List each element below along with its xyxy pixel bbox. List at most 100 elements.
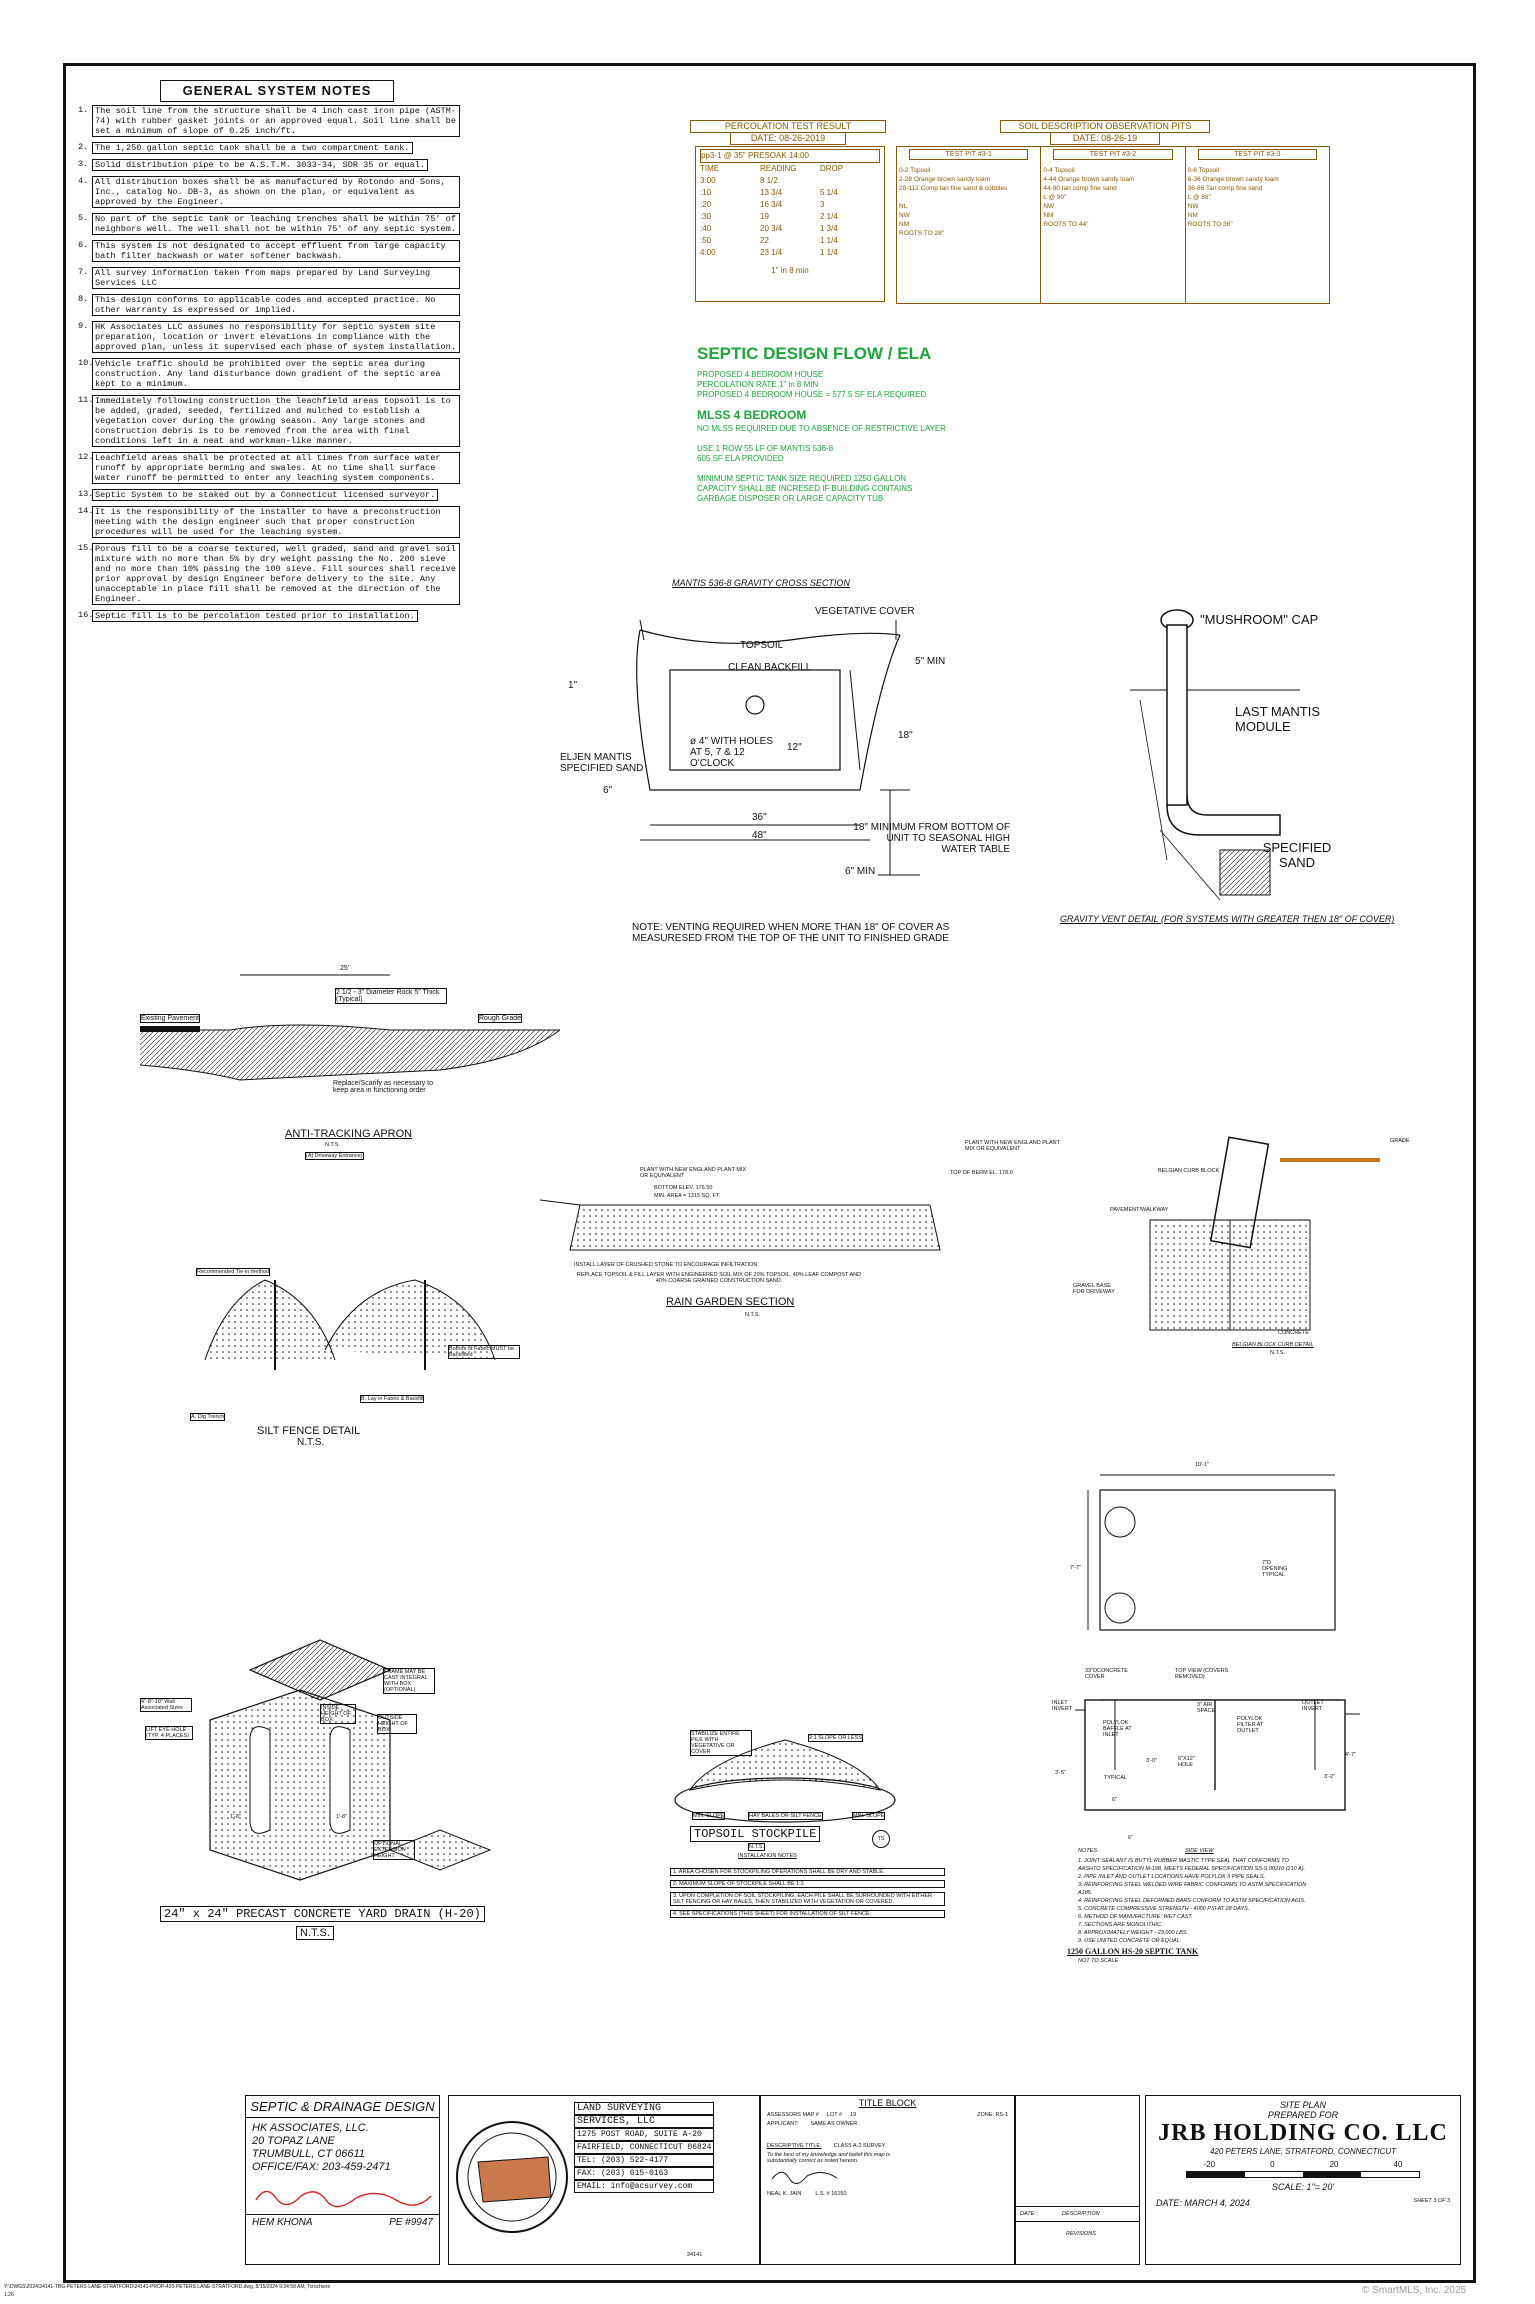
tank-note: 8. APPROXIMATELY WEIGHT - 23,000 LBS. bbox=[1078, 1930, 1189, 1936]
drain-d1: 1'-8" bbox=[230, 1814, 241, 1820]
mantis-d18: 18" bbox=[898, 730, 913, 741]
curb-concrete: CONCRETE bbox=[1278, 1330, 1309, 1336]
tb-survey: CLASS A-2 SURVEY bbox=[833, 2143, 886, 2149]
designer-firm: HK ASSOCIATES, LLC. bbox=[252, 2122, 369, 2134]
stockpile-slope: 2:1 SLOPE OR LESS bbox=[808, 1734, 863, 1742]
tb-cert: To the best of my knowledge and belief t… bbox=[767, 2152, 891, 2164]
mantis-eljen: ELJEN MANTIS SPECIFIED SAND bbox=[560, 752, 644, 774]
tank-note: 5. CONCRETE COMPRESSIVE STRENGTH - 4000 … bbox=[1078, 1906, 1250, 1912]
apron-drawing bbox=[140, 974, 560, 1081]
perc-cell bbox=[820, 175, 880, 187]
revisions-block: DATE: DESCRIPTION REVISIONS bbox=[1015, 2095, 1140, 2265]
tank-filter: POLYLOK FILTER AT OUTLET bbox=[1237, 1716, 1264, 1734]
tank-topview: TOP VIEW (COVERS REMOVED) bbox=[1175, 1668, 1229, 1680]
mantis-vegetative: VEGETATIVE COVER bbox=[815, 606, 915, 617]
tb-owner: SAME AS OWNER bbox=[810, 2121, 858, 2127]
soil-pit-line: 28-112 Comp tan fine sand & cobbles bbox=[899, 185, 1008, 192]
tb-applicant: APPLICANT: bbox=[767, 2121, 799, 2127]
plan-date-val: MARCH 4, 2024 bbox=[1184, 2198, 1250, 2208]
vent-title: GRAVITY VENT DETAIL (FOR SYSTEMS WITH GR… bbox=[1060, 914, 1395, 924]
tb-desc: DESCRIPTIVE TITLE: bbox=[767, 2143, 822, 2149]
soil-pit-line: NW bbox=[1187, 203, 1199, 210]
tb-lot: LOT # bbox=[826, 2112, 843, 2118]
plan-scale: SCALE: 1"= bbox=[1271, 2182, 1320, 2192]
general-note: 6.This system is not designated to accep… bbox=[78, 240, 460, 262]
perc-cols: TIME READING DROP bbox=[700, 163, 880, 175]
drain-lift: LIFT EYE HOLE (TYP. 4 PLACES) bbox=[145, 1726, 193, 1740]
silt-title: SILT FENCE DETAIL bbox=[257, 1425, 361, 1437]
note-text: Solid distribution pipe to be A.S.T.M. 3… bbox=[92, 159, 429, 171]
stockpile-note: 4. SEE SPECIFICATIONS (THIS SHEET) FOR I… bbox=[670, 1910, 945, 1918]
tank-height: 7'-7" bbox=[1070, 1565, 1081, 1571]
ct-seal-icon bbox=[456, 2121, 568, 2233]
note-number: 6. bbox=[78, 240, 89, 250]
drain-title: 24" x 24" PRECAST CONCRETE YARD DRAIN (H… bbox=[160, 1906, 485, 1922]
tank-typical: TYPICAL bbox=[1104, 1775, 1127, 1781]
stockpile-notes: 1. AREA CHOSEN FOR STOCKPILING OPERATION… bbox=[670, 1864, 945, 1918]
tank-cover: 33"DCONCRETE COVER bbox=[1085, 1668, 1128, 1680]
perc-header-text: pp3-1 @ 35" PRESOAK 14:00 bbox=[701, 151, 809, 160]
soil-pit-line: ROOTS TO 44" bbox=[1043, 221, 1089, 228]
tank-d47: 4'-7" bbox=[1345, 1752, 1356, 1758]
watermark: © SmartMLS, Inc. 2025 bbox=[1362, 2285, 1467, 2296]
note-number: 13. bbox=[78, 489, 94, 499]
surveyor-street: 1275 POST ROAD, SUITE A-20 bbox=[574, 2128, 715, 2141]
note-text: Vehicle traffic should be prohibited ove… bbox=[92, 358, 460, 390]
plan-site: SITE PLAN bbox=[1279, 2100, 1326, 2110]
apron-pavement: Existing Pavement bbox=[140, 1014, 200, 1023]
rain-install: INSTALL LAYER OF CRUSHED STONE TO ENCOUR… bbox=[574, 1262, 758, 1268]
tb-title: TITLE BLOCK bbox=[858, 2098, 917, 2108]
surveyor-name1: LAND SURVEYING bbox=[574, 2102, 715, 2115]
mantis-min18: 18" MINIMUM FROM BOTTOM OF UNIT TO SEASO… bbox=[853, 822, 1010, 855]
perc-cell: 22 bbox=[760, 236, 769, 245]
plan-block: SITE PLAN PREPARED FOR JRB HOLDING CO. L… bbox=[1145, 2095, 1461, 2265]
drain-optional: OPTIONAL EXTENSION HEIGHT bbox=[373, 1840, 415, 1860]
perc-rate: 1" in 8 min bbox=[700, 265, 880, 277]
note-text: HK Associates LLC assumes no responsibil… bbox=[92, 321, 460, 353]
perc-col: DROP bbox=[820, 164, 844, 173]
apron-grade: Rough Grade bbox=[478, 1014, 523, 1023]
silt-nts: N.T.S. bbox=[297, 1437, 325, 1448]
tank-note: 3. REINFORCING STEEL WELDED WIRE FABRIC … bbox=[1078, 1882, 1307, 1896]
soil-pit-line: 0-2 Topsoil bbox=[899, 167, 931, 174]
perc-cell: 4:00 bbox=[700, 248, 716, 257]
stockpile-note: 3. UPON COMPLETION OF SOIL STOCKPILING, … bbox=[670, 1892, 945, 1906]
flow-title: SEPTIC DESIGN FLOW / ELA bbox=[697, 344, 932, 363]
note-text: The 1,250 gallon septic tank shall be a … bbox=[92, 142, 413, 154]
tank-baffle: POLYLOK BAFFLE AT INLET bbox=[1103, 1720, 1132, 1738]
tank-side: SIDE VIEW bbox=[1185, 1848, 1214, 1854]
mantis-d12: 12" bbox=[787, 742, 802, 753]
tank-title: 1250 GALLON HS-20 SEPTIC TANK bbox=[1067, 1947, 1199, 1956]
note-number: 8. bbox=[78, 294, 89, 304]
perc-table: pp3-1 @ 35" PRESOAK 14:00 TIME READING D… bbox=[695, 146, 885, 302]
general-note: 13.Septic System to be staked out by a C… bbox=[78, 489, 460, 501]
vent-drawing bbox=[1130, 609, 1300, 901]
apron-dim: 25' bbox=[340, 965, 350, 972]
scale-tick: -20 bbox=[1203, 2160, 1216, 2169]
soil-pit-line bbox=[899, 193, 1038, 202]
apron-title: ANTI-TRACKING APRON bbox=[285, 1128, 413, 1140]
flow-line: PERCOLATION RATE 1" in 8 MIN bbox=[697, 380, 819, 389]
tank-inlet: INLET INVERT bbox=[1052, 1700, 1073, 1712]
soil-pit-label: TEST PIT #3-3 bbox=[1197, 149, 1317, 160]
drain-sizes: 4"-8"-10" Wall Associated Sizes bbox=[140, 1698, 192, 1712]
designer-block: SEPTIC & DRAINAGE DESIGN HK ASSOCIATES, … bbox=[245, 2095, 440, 2265]
mantis-d36: 36" bbox=[752, 812, 767, 823]
perc-cell: 16 3/4 bbox=[760, 200, 783, 209]
tank-note: 1. JOINT SEALANT IS BUTYL RUBBER MASTIC … bbox=[1078, 1858, 1306, 1872]
perc-cell: 1 1/4 bbox=[820, 248, 838, 257]
general-note: 3.Solid distribution pipe to be A.S.T.M.… bbox=[78, 159, 460, 171]
tank-notes-title: NOTES: bbox=[1078, 1848, 1099, 1854]
perc-cell: :30 bbox=[700, 212, 712, 221]
note-number: 3. bbox=[78, 159, 89, 169]
mantis-note: NOTE: VENTING REQUIRED WHEN MORE THAN 18… bbox=[632, 922, 950, 944]
note-number: 2. bbox=[78, 142, 89, 152]
soil-pit-line: NM bbox=[1043, 212, 1054, 219]
rain-drawing bbox=[540, 1199, 941, 1251]
note-number: 16. bbox=[78, 610, 94, 620]
note-number: 10. bbox=[78, 358, 94, 368]
scale-tick: 40 bbox=[1393, 2160, 1403, 2169]
general-notes-title: GENERAL SYSTEM NOTES bbox=[160, 80, 394, 102]
